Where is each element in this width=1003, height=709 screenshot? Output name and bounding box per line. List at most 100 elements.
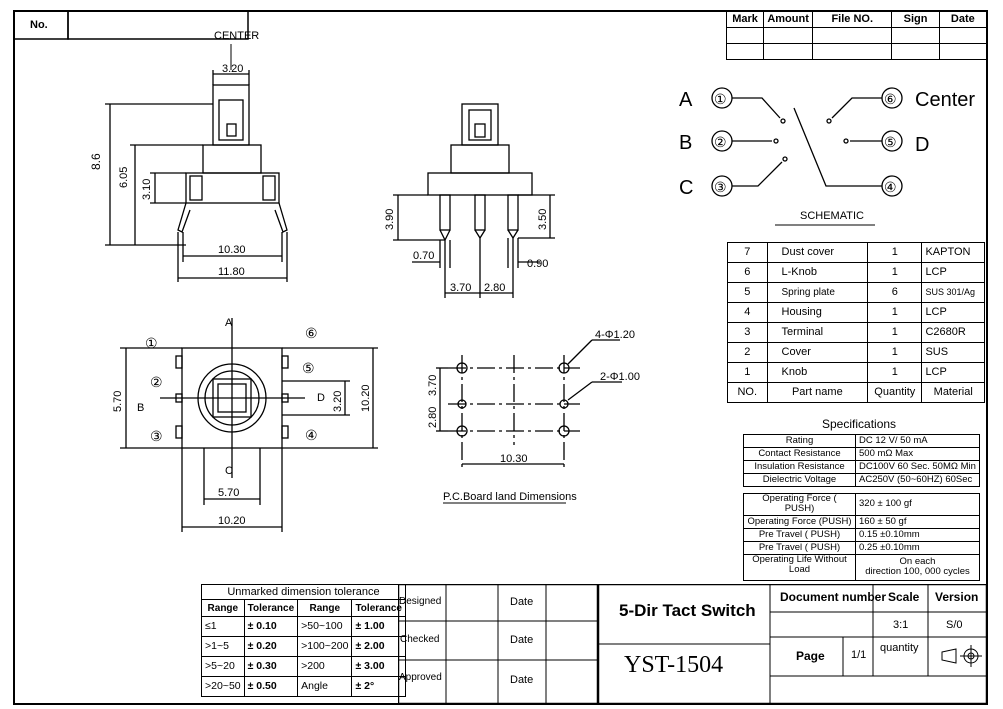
schem-pin-6: ⑥ — [884, 91, 897, 107]
tolerance-range: >100~200 — [297, 636, 353, 657]
dim-pin-length-right: 3.50 — [537, 209, 549, 230]
pcb-dim-v2: 2.80 — [427, 407, 439, 428]
title-block-part-no: YST-1504 — [624, 652, 724, 678]
dim-inner-width: 10.30 — [218, 244, 246, 256]
schem-label-d: D — [915, 134, 929, 156]
tolerance-range: >200 — [297, 656, 353, 677]
bom-material: KAPTON — [921, 242, 985, 263]
dir-b-label: B — [137, 402, 144, 414]
spec-life-value-1: On each — [899, 555, 936, 567]
dir-d-label: D — [317, 392, 325, 404]
tolerance-value: ± 0.30 — [243, 656, 299, 677]
checked-label: Checked — [400, 634, 440, 645]
bom-qty: 1 — [867, 362, 923, 383]
spec-label: Rating — [743, 434, 856, 448]
rev-header-date: Date — [938, 11, 988, 28]
tolerance-row: >1~5± 0.20>100~200± 2.00 — [201, 636, 406, 657]
dim-pitch-a: 3.70 — [450, 282, 471, 294]
pcb-hole-big: 4-Φ1.20 — [595, 329, 635, 341]
quantity-label: quantity — [880, 642, 919, 654]
schem-label-a: A — [679, 89, 693, 111]
top-pin-1: ① — [145, 335, 158, 351]
approved-label: Approved — [399, 672, 442, 683]
tolerance-value: ± 0.50 — [243, 676, 299, 697]
dim-top-width-inner: 5.70 — [218, 487, 239, 499]
top-pin-2: ② — [150, 374, 163, 390]
bom-part: L-Knob — [766, 262, 869, 283]
schem-label-center: Center — [915, 89, 975, 111]
bom-no: 4 — [727, 302, 768, 323]
dim-top-height-left: 5.70 — [112, 391, 124, 412]
spec-label: Pre Travel ( PUSH) — [743, 527, 856, 542]
no-label: No. — [30, 19, 48, 31]
dim-pin-thick: 0.70 — [413, 250, 434, 262]
bom-part: Knob — [766, 362, 869, 383]
spec-label: Insulation Resistance — [743, 460, 856, 474]
tolerance-range: ≤1 — [201, 616, 245, 637]
pcb-hole-small: 2-Φ1.00 — [600, 371, 640, 383]
dir-c-label: C — [225, 465, 233, 477]
spec-value: 500 mΩ Max — [855, 447, 980, 461]
bom-material: LCP — [921, 362, 985, 383]
bom-qty: 1 — [867, 322, 923, 343]
bom-no: 2 — [727, 342, 768, 363]
no-value-box — [67, 10, 249, 40]
rev-cell — [725, 43, 765, 60]
schem-pin-4: ④ — [884, 179, 897, 195]
dim-pin-length-left: 3.90 — [384, 209, 396, 230]
rev-header-mark: Mark — [725, 11, 765, 28]
dim-total-height: 8.6 — [89, 153, 103, 170]
spec-value: 320 ± 100 gf — [855, 493, 980, 516]
pcb-land-view — [436, 339, 622, 470]
approval-grid — [398, 584, 598, 704]
spec-life-value: On each direction 100, 000 cycles — [855, 553, 980, 581]
dim-outer-width: 11.80 — [218, 266, 245, 278]
bom-material: SUS — [921, 342, 985, 363]
top-pin-4: ④ — [305, 427, 318, 443]
approved-date-label: Date — [510, 674, 534, 686]
bom-no: 7 — [727, 242, 768, 263]
spec-life-label: Operating Life Without Load — [743, 553, 856, 581]
spec-label: Operating Force ( PUSH) — [743, 493, 856, 516]
dim-top-height-right-outer: 10.20 — [360, 384, 372, 412]
scale-value: 3:1 — [893, 619, 909, 631]
schem-pin-2: ② — [714, 134, 727, 150]
dir-a-label: A — [225, 317, 233, 329]
bom-material: C2680R — [921, 322, 985, 343]
bom-part: Cover — [766, 342, 869, 363]
rev-cell — [812, 43, 893, 60]
center-label: CENTER — [214, 30, 259, 42]
bom-part: Terminal — [766, 322, 869, 343]
bom-header-material: Material — [921, 382, 985, 403]
tol-header-range-1: Range — [201, 599, 245, 617]
dim-pin-width: 0.90 — [527, 258, 548, 270]
rev-header-sign: Sign — [891, 11, 940, 28]
bom-qty: 1 — [867, 342, 923, 363]
designed-date-label: Date — [510, 596, 534, 608]
tolerance-row: ≤1± 0.10>50~100± 1.00 — [201, 616, 406, 637]
spec-label: Operating Force (PUSH) — [743, 514, 856, 529]
scale-label: Scale — [888, 590, 920, 604]
bom-no: 3 — [727, 322, 768, 343]
rev-cell — [938, 43, 988, 60]
dim-knob-width: 3.20 — [222, 63, 243, 75]
bom-material: LCP — [921, 262, 985, 283]
title-block-grid — [598, 584, 987, 704]
bom-material: LCP — [921, 302, 985, 323]
designed-label: Designed — [399, 596, 442, 607]
tolerance-value: ± 2° — [351, 676, 406, 697]
rev-header-file: File NO. — [812, 11, 893, 28]
tolerance-range: >5~20 — [201, 656, 245, 677]
tolerance-value: ± 0.20 — [243, 636, 299, 657]
drawing-border — [13, 10, 988, 705]
bom-qty: 6 — [867, 282, 923, 303]
